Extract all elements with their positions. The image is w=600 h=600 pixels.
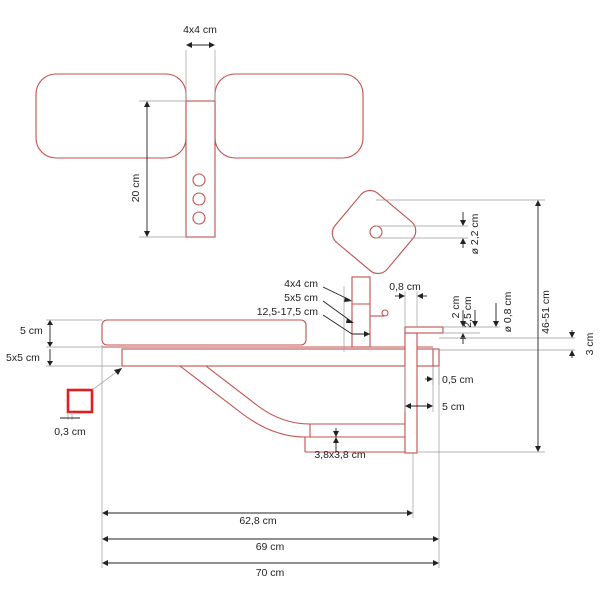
label-70cm: 70 cm [256, 567, 285, 579]
front-bracket [404, 332, 418, 454]
label-d08: ø 0,8 cm [502, 291, 514, 332]
label-38x38cm: 3,8x3,8 cm [314, 449, 366, 461]
label-d22: ø 2,2 cm [469, 213, 481, 254]
label-12-17cm: 12,5-17,5 cm [257, 306, 319, 318]
left-roller-pad [35, 73, 187, 159]
right-roller-pad [214, 73, 364, 159]
vertical-post [351, 276, 371, 348]
seat-pad [101, 319, 307, 346]
main-frame [121, 348, 435, 367]
label-69cm: 69 cm [256, 541, 285, 553]
curved-leg [179, 365, 405, 438]
label-5x5-left: 5x5 cm [6, 352, 40, 364]
pin-knob [381, 309, 389, 317]
label-5cm-right: 5 cm [442, 401, 465, 413]
label-05cm: 0,5 cm [442, 374, 474, 386]
label-20cm: 20 cm [130, 173, 142, 202]
label-4x4-center: 4x4 cm [284, 278, 318, 290]
label-5x5-center: 5x5 cm [284, 292, 318, 304]
post-hole-2 [192, 192, 206, 206]
label-5cm-left: 5 cm [20, 325, 43, 337]
end-cap [432, 348, 440, 367]
label-2cm: 2 cm [450, 295, 462, 318]
label-top-4x4: 4x4 cm [183, 24, 217, 36]
top-plate [404, 326, 444, 334]
label-628cm: 62,8 cm [239, 515, 277, 527]
section-square-marker [66, 388, 94, 414]
roller-axle-hole [369, 225, 383, 239]
top-view: 4x4 cm 20 cm [35, 24, 364, 238]
post-hole-3 [192, 211, 206, 225]
post-hole-1 [192, 173, 206, 187]
label-25cm: 2,5 cm [462, 296, 474, 328]
label-3cm: 3 cm [584, 332, 596, 355]
side-view: 0,3 cm 5 cm 5x5 cm 4x4 cm 5x5 cm 12,5-17… [6, 189, 596, 579]
label-08cm: 0,8 cm [389, 281, 421, 293]
label-46-51cm: 46-51 cm [540, 290, 552, 334]
label-03cm: 0,3 cm [54, 426, 86, 438]
